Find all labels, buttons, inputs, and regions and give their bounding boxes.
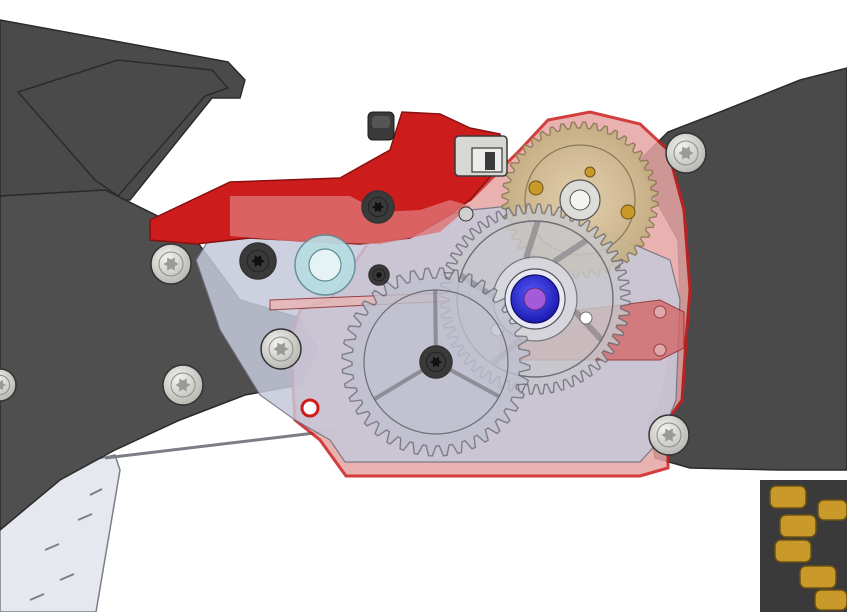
torx-screw-icon — [150, 243, 192, 285]
torx-screw-icon — [361, 190, 395, 224]
right-roller-chain — [760, 480, 847, 612]
torx-screw-icon — [368, 264, 390, 286]
torx-screw-icon — [0, 368, 17, 402]
upper-shaft-bearing — [528, 166, 636, 221]
torx-screw-icon — [239, 242, 277, 280]
left-shell-upper — [0, 19, 246, 201]
torx-screw-icon — [419, 345, 453, 379]
tie-rod — [104, 428, 341, 460]
small-pin — [458, 206, 474, 222]
red-arm-transparent — [230, 196, 470, 244]
left-shell-upper-inset — [16, 59, 230, 197]
torx-screw-icon — [665, 132, 707, 174]
mount-hole — [300, 398, 320, 418]
blue-bearing — [504, 268, 566, 330]
teal-bearing — [294, 234, 356, 296]
set-screw-top — [367, 111, 395, 141]
torx-screw-icon — [260, 328, 302, 370]
screw-group — [0, 132, 707, 456]
torx-screw-icon — [648, 414, 690, 456]
limit-switch — [454, 135, 508, 177]
torx-screw-icon — [162, 364, 204, 406]
